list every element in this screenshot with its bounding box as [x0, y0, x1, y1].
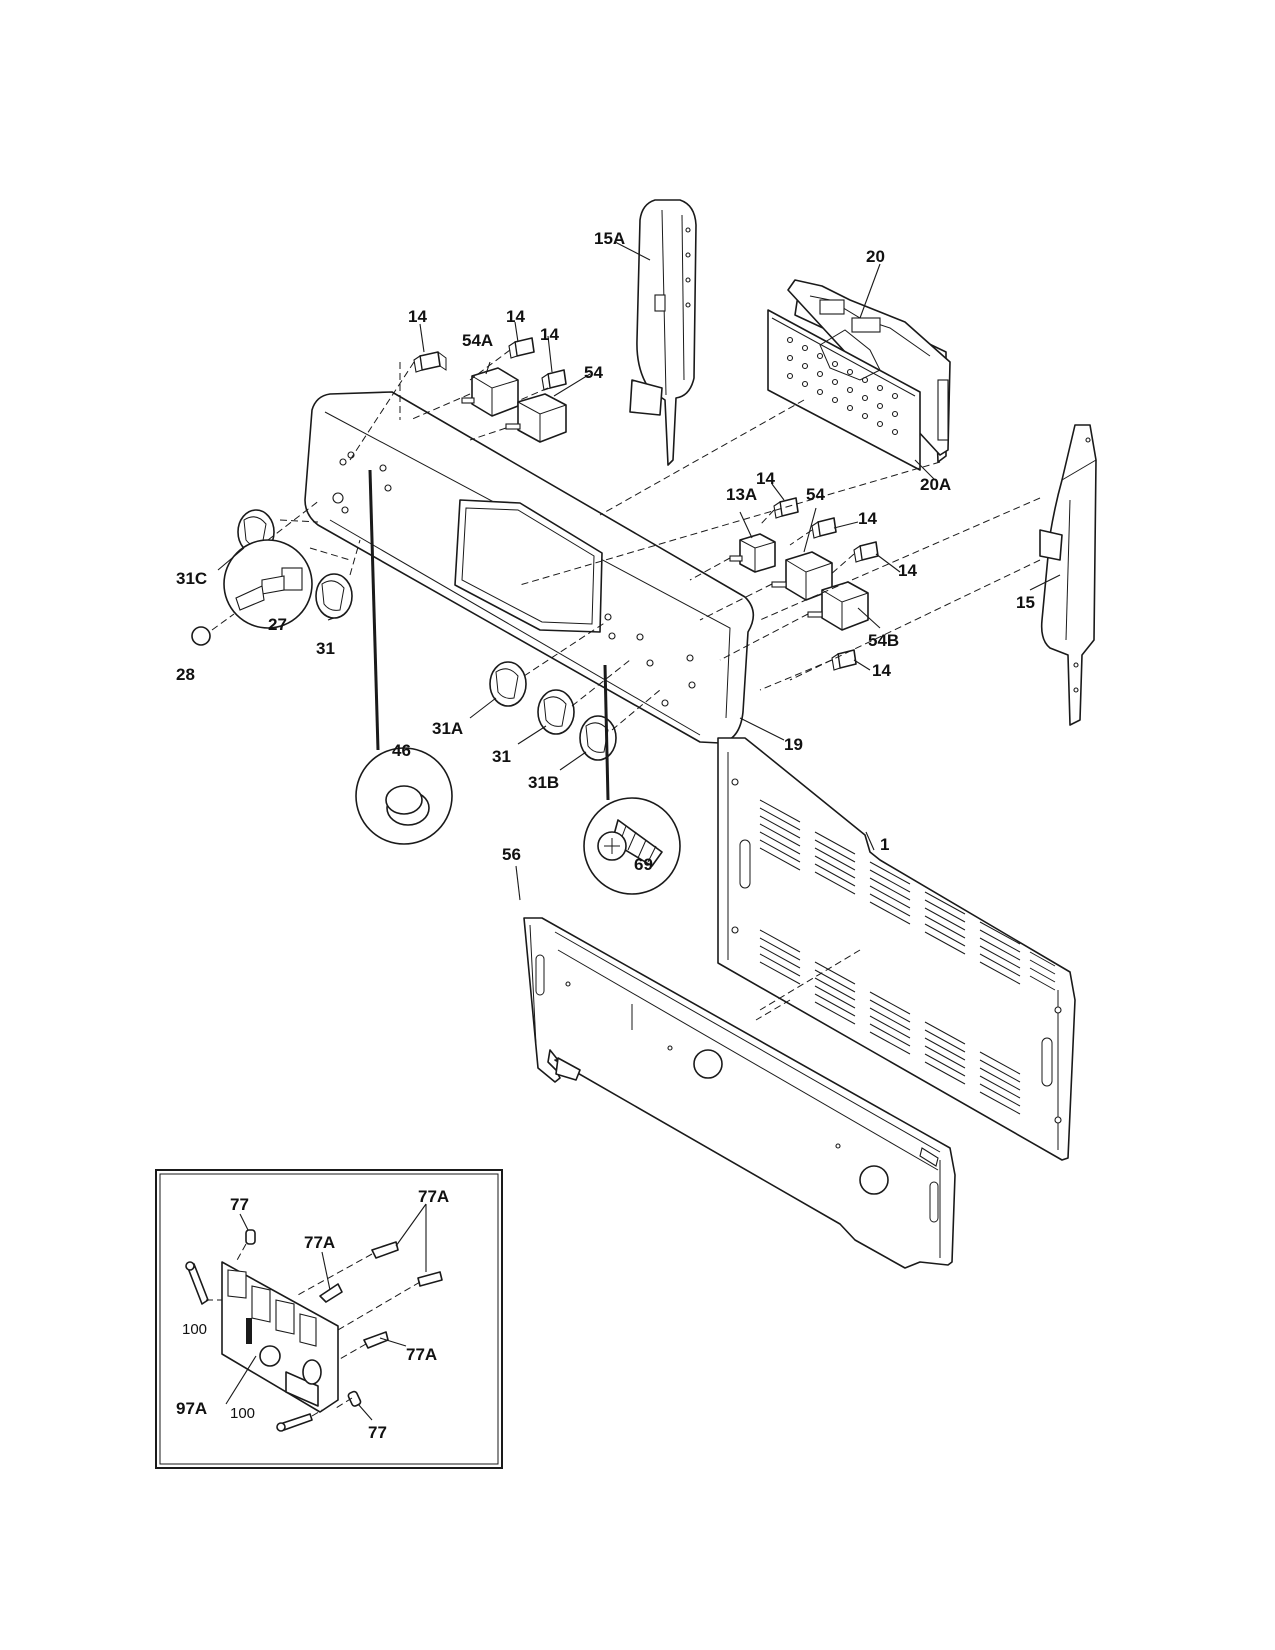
switch-clip-14-e: [811, 517, 837, 539]
callout-14-e: 14: [858, 509, 877, 528]
callout-19: 19: [784, 735, 803, 754]
detail-circle-46: [355, 747, 453, 845]
callout-46: 46: [392, 741, 411, 760]
callout-77-low: 77: [368, 1423, 387, 1442]
callout-28: 28: [176, 665, 195, 684]
callout-14-b: 14: [506, 307, 525, 326]
switch-clip-14-f: [853, 541, 879, 563]
callout-14-a: 14: [408, 307, 427, 326]
callout-14-g: 14: [872, 661, 891, 680]
callout-31B: 31B: [528, 773, 559, 792]
back-panel-1: [717, 737, 1076, 1161]
callout-15: 15: [1016, 593, 1035, 612]
callout-14-f: 14: [898, 561, 917, 580]
callout-54-upper: 54: [584, 363, 603, 382]
knob-31-left: [315, 573, 353, 619]
switch-54A: [461, 367, 519, 417]
callout-77A-top: 77A: [418, 1187, 449, 1206]
fastener-77A-c: [417, 1271, 443, 1287]
callout-31A: 31A: [432, 719, 463, 738]
lower-panel-56: [523, 917, 956, 1269]
callout-20A: 20A: [920, 475, 951, 494]
callout-54-mid: 54: [806, 485, 825, 504]
callout-100-low: 100: [230, 1405, 255, 1422]
leader-to-69: [603, 664, 610, 801]
overlay-vent-dots: [786, 336, 899, 436]
callout-77-top: 77: [230, 1195, 249, 1214]
switch-13A: [729, 533, 776, 573]
detail-circle-27: [223, 539, 313, 629]
callout-31C: 31C: [176, 569, 207, 588]
knob-31-mid: [537, 689, 575, 735]
fastener-77A-b: [319, 1283, 343, 1303]
switch-clip-14-c: [541, 369, 567, 391]
control-panel-19: [304, 391, 755, 744]
callout-69: 69: [634, 855, 653, 874]
fastener-77A-a: [371, 1241, 399, 1259]
fastener-77-low: [347, 1390, 362, 1407]
assembly-guide-lines: [211, 349, 1041, 1021]
switch-clip-14-d: [773, 497, 799, 519]
callout-14-d: 14: [756, 469, 775, 488]
overlay-panel-20A: [767, 309, 921, 471]
fastener-100-top: [185, 1261, 209, 1305]
callout-15A: 15A: [594, 229, 625, 248]
fastener-77A-d: [363, 1331, 389, 1349]
side-bracket-15A: [629, 199, 697, 466]
switch-clip-14-a: [413, 351, 447, 373]
callout-77A-low: 77A: [406, 1345, 437, 1364]
callout-27: 27: [268, 615, 287, 634]
callout-56: 56: [502, 845, 521, 864]
vent-slots-upper: [759, 799, 1056, 991]
callout-labels: 15A 20 14 14 14 54A 54 20A 14 13A 54 14 …: [176, 229, 1035, 1442]
callout-97A: 97A: [176, 1399, 207, 1418]
detail-circle-69: [583, 797, 681, 895]
callout-100-top: 100: [182, 1321, 207, 1338]
switch-clip-14-b: [508, 337, 535, 359]
callout-31-mid: 31: [492, 747, 511, 766]
switch-clip-14-g: [831, 649, 857, 671]
relay-board-97A: [221, 1261, 339, 1413]
callout-leaders: [217, 241, 1061, 901]
panel-screw-holes: [332, 451, 696, 707]
fastener-100-low: [276, 1413, 313, 1432]
callout-54A: 54A: [462, 331, 493, 350]
callout-20: 20: [866, 247, 885, 266]
side-bracket-15: [1039, 424, 1097, 726]
leader-to-46: [368, 469, 380, 751]
knob-insert-28: [191, 626, 211, 646]
callout-77A-mid: 77A: [304, 1233, 335, 1252]
callout-31-left: 31: [316, 639, 335, 658]
callout-13A: 13A: [726, 485, 757, 504]
inset-relay-board: [155, 1169, 503, 1469]
fastener-77-top: [245, 1229, 256, 1245]
knob-31B: [579, 715, 617, 761]
callout-14-c: 14: [540, 325, 559, 344]
knob-31A: [489, 661, 527, 707]
callout-54B: 54B: [868, 631, 899, 650]
switch-54-upper: [505, 393, 567, 443]
callout-1: 1: [880, 835, 889, 854]
vent-slots-lower: [759, 929, 1021, 1115]
